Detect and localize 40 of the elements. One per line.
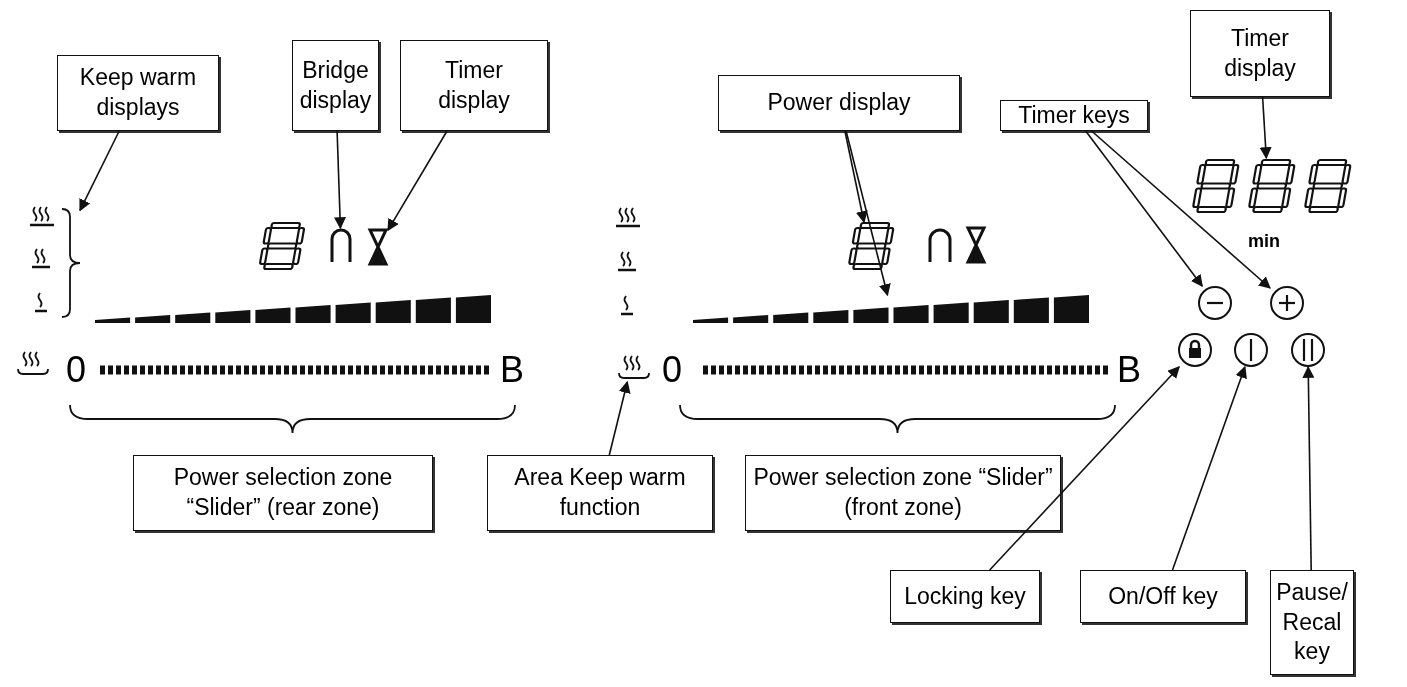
bridge-symbol-icon: [330, 228, 352, 264]
callout-box: On/Off key: [1080, 570, 1246, 623]
leader-line: [1171, 365, 1247, 571]
callout-box: Power display: [718, 75, 960, 131]
callout-box: Power selection zone “Slider” (rear zone): [133, 455, 433, 531]
unit-label: min: [1248, 232, 1280, 250]
callout-box: Pause/ Recal key: [1270, 570, 1354, 675]
lock-key-icon: [1178, 333, 1212, 367]
callout-box: Locking key: [890, 570, 1040, 623]
slider-end-label: B: [500, 352, 524, 388]
leader-line: [845, 130, 891, 297]
leader-line: [988, 366, 1180, 571]
plus-key-icon: [1270, 286, 1304, 320]
leader-line: [1090, 130, 1271, 289]
hourglass-icon: [368, 228, 388, 266]
leader-line: [608, 380, 631, 456]
keep-warm-indicators-icon: [28, 205, 80, 321]
slider-start-label: 0: [66, 352, 87, 388]
minus-key-icon: [1198, 286, 1232, 320]
callout-box: Power selection zone “Slider” (front zone): [745, 455, 1061, 531]
callout-box: Keep warm displays: [57, 55, 219, 131]
power-level-bar: [95, 295, 491, 323]
callout-box: Bridge display: [292, 40, 379, 131]
leader-line: [844, 130, 868, 224]
callout-box: Timer keys: [1000, 100, 1148, 131]
leader-line: [1084, 130, 1203, 287]
seven-segment-digit: [846, 222, 892, 270]
callout-box: Area Keep warm function: [487, 455, 713, 531]
leader-line: [387, 130, 448, 232]
leader-line: [1259, 96, 1272, 160]
power-level-bar: [693, 295, 1089, 323]
leader-line: [1302, 365, 1315, 571]
callout-box: Timer display: [400, 40, 548, 131]
pause-key-icon: [1291, 333, 1325, 367]
slider-end-label: B: [1117, 352, 1141, 388]
leader-line: [79, 130, 120, 212]
leader-line: [334, 130, 347, 230]
slider-start-label: 0: [662, 352, 683, 388]
callout-box: Timer display: [1190, 10, 1330, 97]
power-key-icon: [1234, 333, 1268, 367]
